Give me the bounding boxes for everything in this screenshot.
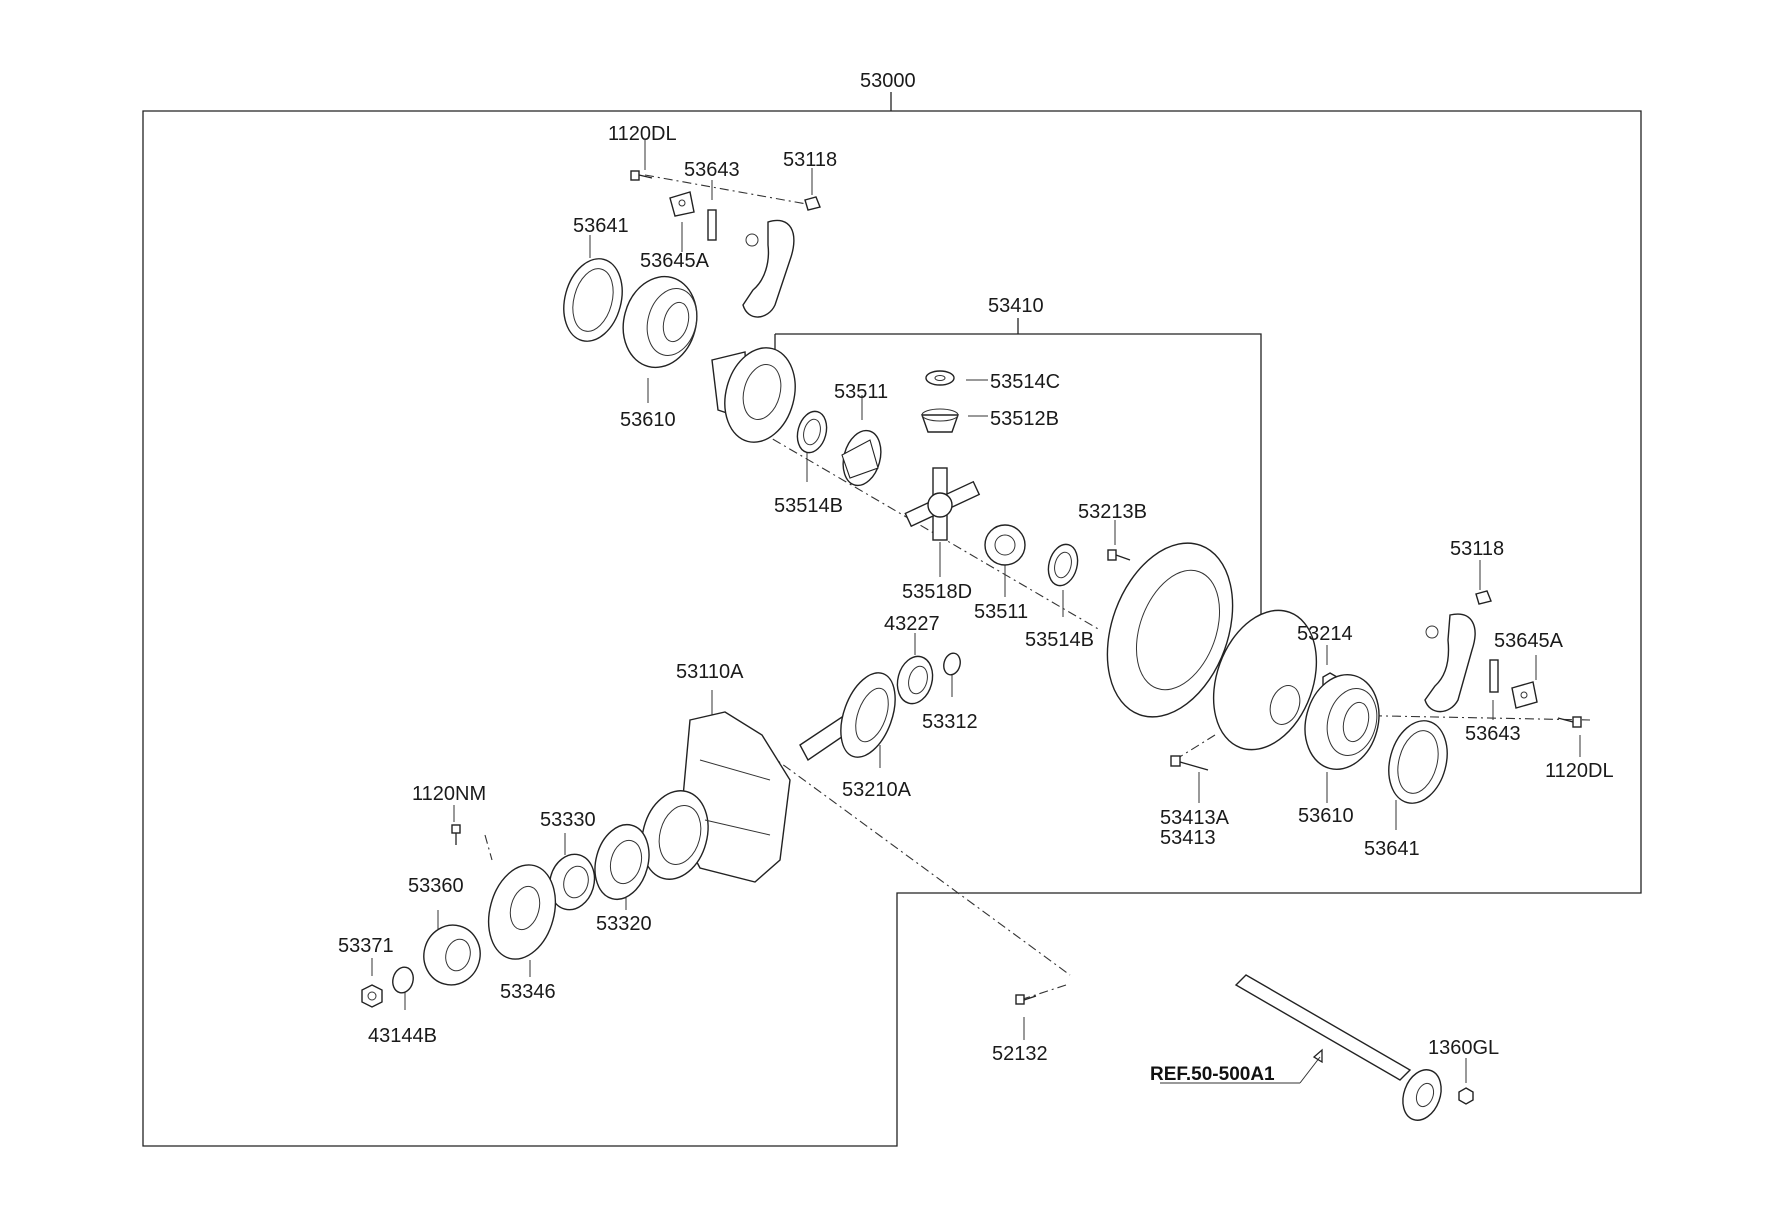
assembly-53000-frame [142,92,1642,1147]
bearing-53610-top [622,275,698,369]
part-labels: 53000 53410 1120DL 53643 53118 53641 536… [338,70,1614,1085]
nut-53371 [361,984,383,1008]
label-1120dl-top: 1120DL [608,123,677,145]
bolt-53413 [1170,755,1209,771]
carrier-housing-53110a [641,711,791,883]
label-53210a: 53210A [842,779,912,801]
ring-gear [1106,542,1234,718]
label-53514b-right: 53514B [1025,629,1094,651]
label-53643-right: 53643 [1465,723,1521,745]
label-53214: 53214 [1297,623,1353,645]
label-53320: 53320 [596,913,652,935]
label-53645a-right: 53645A [1494,630,1564,652]
oil-seal-retainer-53346 [487,864,557,960]
label-1120nm: 1120NM [412,783,486,805]
label-53330: 53330 [540,809,596,831]
snap-ring-53312 [943,652,961,676]
label-53641-right: 53641 [1364,838,1420,860]
label-53346: 53346 [500,981,556,1003]
label-53000: 53000 [860,70,916,92]
label-53413a: 53413A [1160,807,1230,829]
clip-53118-right [1475,590,1492,605]
label-53413: 53413 [1160,827,1216,849]
label-53511-top: 53511 [834,381,888,403]
bearing-cap-right [1424,613,1476,713]
bearing-53330 [548,853,596,911]
assembly-53410-frame [774,318,1262,620]
differential-case-left [711,347,796,443]
label-53360: 53360 [408,875,464,897]
bolt-1120dl-top [630,170,653,181]
bearing-cap-top [742,219,795,318]
clip-53118-top [804,196,821,211]
label-53110a: 53110A [676,661,744,683]
bolt-1120dl-right [1557,716,1582,728]
label-53410: 53410 [988,295,1044,317]
lock-plate-53645a-right [1511,681,1538,709]
side-gear-53511-bottom [984,524,1026,566]
bearing-53610-right [1304,674,1380,770]
label-53514c: 53514C [990,371,1060,393]
label-53514b-left: 53514B [774,495,843,517]
label-1360gl: 1360GL [1428,1037,1499,1059]
pinion-washer-53514c [925,370,955,386]
nut-1360gl [1458,1087,1474,1105]
o-ring-43144b [392,966,414,994]
label-53518d: 53518D [902,581,972,603]
label-53610-right: 53610 [1298,805,1354,827]
label-53118-right: 53118 [1450,538,1504,560]
bolt-1120nm [451,824,461,845]
label-53371: 53371 [338,935,394,957]
axle-shaft [1234,974,1442,1121]
label-53641-top: 53641 [573,215,629,237]
label-1120dl-right: 1120DL [1545,760,1614,782]
bolt-53213b [1107,549,1131,561]
label-53645a-top: 53645A [640,250,710,272]
label-53512b: 53512B [990,408,1059,430]
companion-flange-53360 [423,924,481,986]
bolt-52132 [1015,994,1037,1005]
label-53610-top: 53610 [620,409,676,431]
label-52132: 52132 [992,1043,1048,1065]
label-53643-top: 53643 [684,159,740,181]
label-53213b: 53213B [1078,501,1147,523]
differential-case-right [1212,609,1318,751]
adjuster-ring-53641-top [563,258,623,342]
label-53511-bottom: 53511 [974,601,1028,623]
shim-53643-top [707,209,717,241]
reference-label: REF.50-500A1 [1150,1064,1275,1085]
label-43227: 43227 [884,613,940,635]
label-53118-top: 53118 [783,149,837,171]
adjuster-ring-53641-right [1388,720,1448,804]
lock-plate-53645a-top [669,191,695,217]
bearing-43227 [896,655,934,705]
side-gear-53511-top [841,429,882,487]
label-43144b: 43144B [368,1025,437,1047]
label-53312: 53312 [922,711,978,733]
shim-53643-right [1489,659,1499,693]
pinion-gear-53512b [921,408,959,433]
bearing-53320 [594,823,650,901]
leader-lines [371,140,1581,1084]
drive-pinion-53210a [799,672,896,762]
thrust-washer-53514b-right [1047,543,1079,587]
cross-shaft-53518d [904,467,981,541]
thrust-washer-53514b-left [796,410,828,454]
